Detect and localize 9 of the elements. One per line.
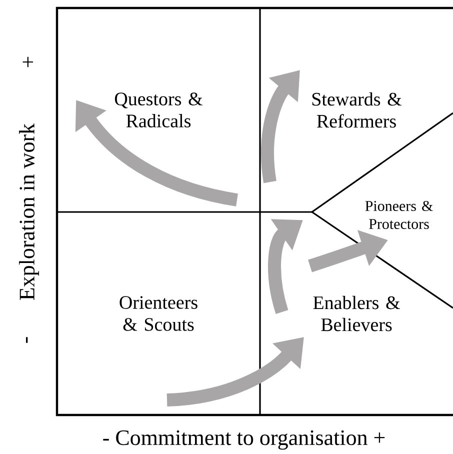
quadrant-label: Stewards & Reformers	[312, 92, 402, 128]
quadrant-label: Pioneers & Protectors	[365, 200, 433, 230]
quadrant-label: Orienteers & Scouts	[120, 296, 198, 331]
axis-label: - Commitment to organisation +	[103, 430, 385, 450]
axis-label: Exploration in work	[19, 123, 39, 300]
axis-label: -	[26, 337, 28, 343]
axis-label: +	[22, 56, 34, 68]
quadrant-label: Enablers & Believers	[313, 296, 400, 332]
quadrant-label: Questors & Radicals	[114, 92, 202, 128]
